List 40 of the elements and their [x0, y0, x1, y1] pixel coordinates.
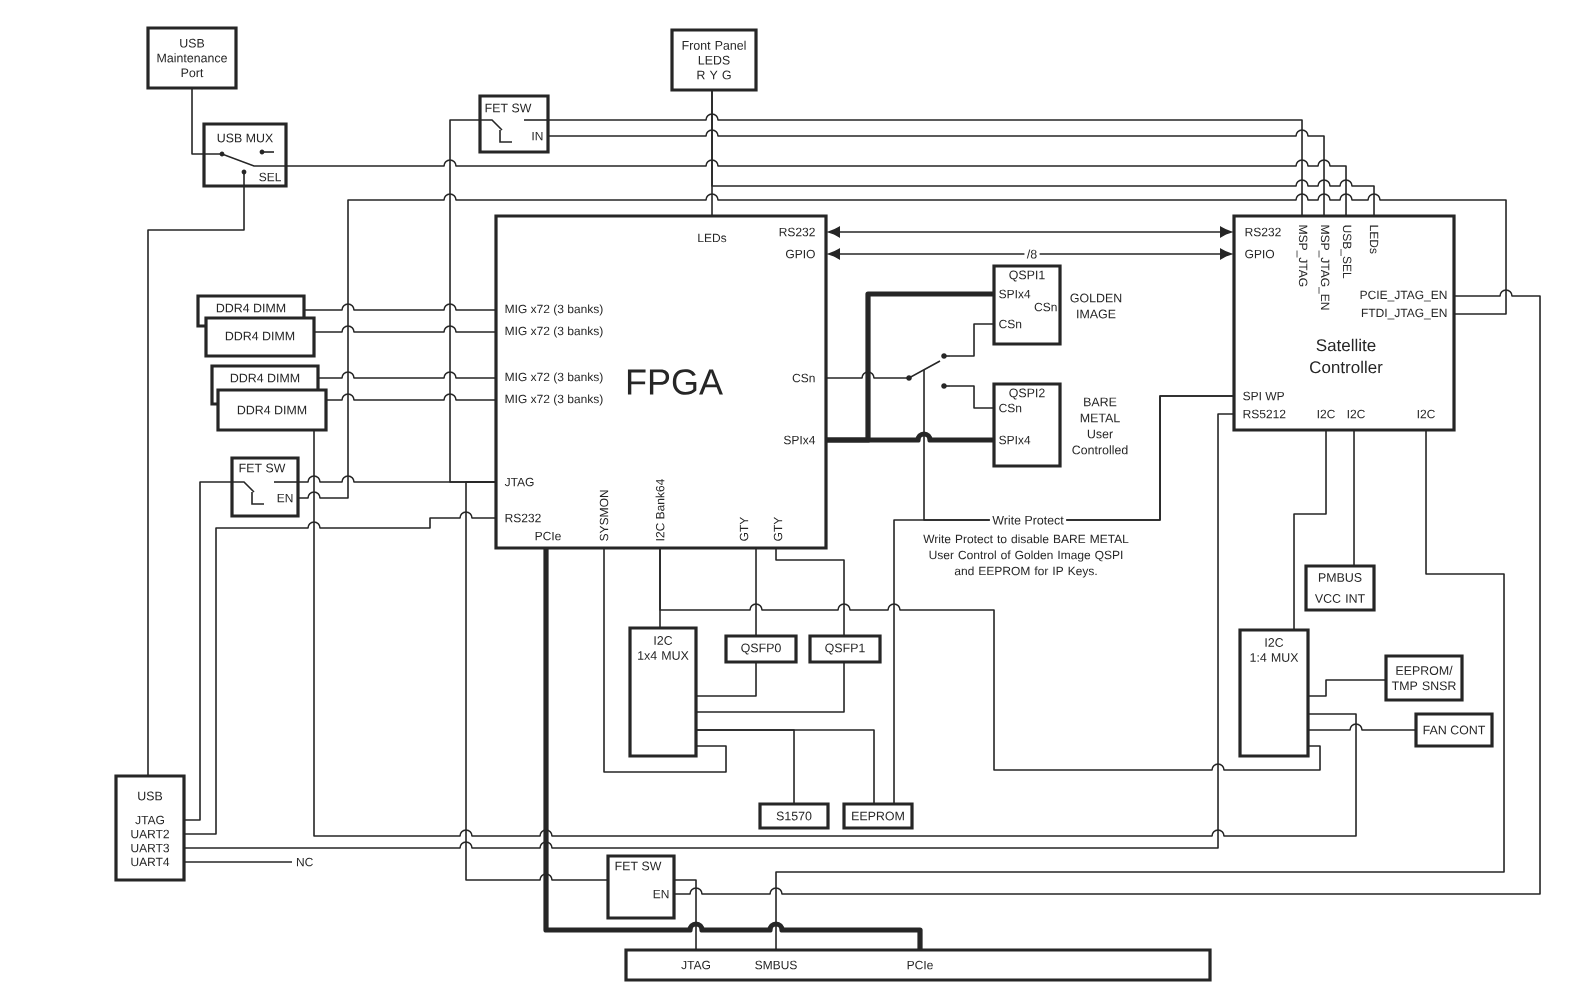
signal-line	[313, 325, 497, 333]
signal-line	[695, 729, 875, 805]
signal-line	[673, 879, 697, 951]
signal-line	[1307, 723, 1417, 731]
signal-line	[313, 429, 1357, 837]
bus-line	[543, 548, 923, 950]
signal-line	[775, 429, 1505, 951]
signal-line	[949, 385, 995, 409]
signal-line	[1293, 429, 1327, 631]
arrow	[828, 248, 1232, 260]
signal-line	[695, 661, 845, 713]
signal-line	[191, 87, 205, 155]
signal-line	[695, 661, 757, 697]
signal-line	[183, 511, 497, 835]
signal-line	[547, 113, 1303, 217]
signal-line	[183, 413, 1235, 849]
signal-line	[603, 547, 727, 773]
signal-line	[547, 129, 1325, 217]
signal-line	[711, 89, 1375, 217]
bus-line	[826, 431, 994, 443]
signal-line	[325, 393, 497, 401]
signal-line	[1307, 679, 1387, 697]
signal-line	[1353, 429, 1355, 567]
signal-line	[317, 371, 497, 379]
signal-line	[893, 395, 1235, 805]
signal-line	[465, 481, 609, 881]
signal-line	[297, 193, 1507, 499]
signal-line	[285, 159, 1347, 217]
signal-line	[147, 185, 245, 777]
arrow	[828, 226, 1232, 238]
signal-line	[183, 481, 233, 821]
signal-line	[183, 861, 293, 863]
signal-line	[949, 323, 995, 357]
signal-line	[659, 547, 1321, 771]
signal-line	[673, 289, 1541, 895]
signal-line	[825, 371, 905, 379]
signal-line	[775, 547, 845, 637]
switch-symbol	[903, 353, 951, 393]
signal-line	[303, 303, 497, 311]
signal-line	[755, 547, 757, 637]
